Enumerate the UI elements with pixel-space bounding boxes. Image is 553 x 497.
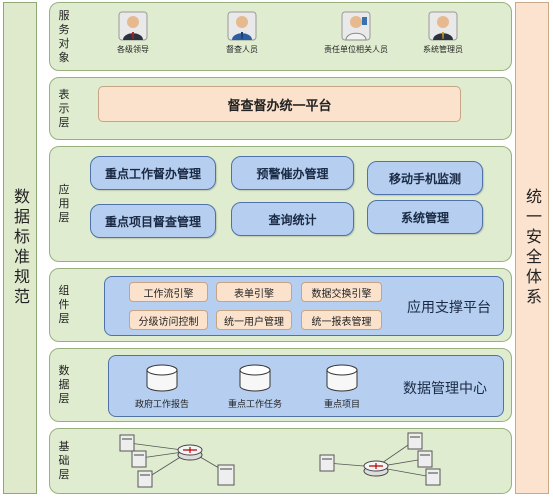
component-layer: 组件层 工作流引擎 表单引擎 数据交换引擎 分级访问控制 统一用户管理 统一报表… — [49, 268, 512, 342]
person-leaders: 各级领导 — [78, 11, 188, 55]
module-mobile-monitoring: 移动手机监测 — [367, 161, 483, 195]
component-layer-label: 组件层 — [58, 284, 70, 325]
person-sysadmin: 系统管理员 — [388, 11, 498, 55]
security-system-pillar: 统一安全体系 — [515, 2, 549, 494]
data-layer: 数据层 政府工作报告 重点工作任务 重点项目 数据管理中心 — [49, 348, 512, 422]
server-icon — [217, 464, 235, 486]
router-icon — [363, 460, 389, 477]
component-form-engine: 表单引擎 — [216, 282, 292, 302]
support-platform-title: 应用支撑平台 — [407, 300, 491, 316]
module-warning-reminder: 预警催办管理 — [231, 156, 354, 190]
router-icon — [177, 444, 203, 461]
module-query-statistics: 查询统计 — [231, 202, 354, 236]
server-network-diagram — [119, 434, 235, 488]
person-caption: 督查人员 — [226, 45, 258, 54]
db-key-work-tasks: 重点工作任务 — [220, 364, 290, 410]
service-layer: 服务对象 各级领导 督查人员 责任单位相关人员 — [49, 2, 512, 71]
base-layer: 基础层 — [49, 428, 512, 494]
person-icon — [428, 11, 458, 41]
server-icon — [131, 450, 147, 468]
data-management-center: 政府工作报告 重点工作任务 重点项目 数据管理中心 — [108, 355, 504, 417]
server-icon — [407, 432, 423, 450]
db-caption: 重点项目 — [323, 400, 360, 410]
server-icon — [319, 454, 335, 472]
server-network-diagram — [319, 432, 441, 486]
person-responsible-units: 责任单位相关人员 — [301, 11, 411, 55]
database-icon — [146, 364, 178, 392]
module-system-management: 系统管理 — [367, 200, 483, 234]
person-caption: 各级领导 — [117, 45, 149, 54]
component-workflow-engine: 工作流引擎 — [129, 282, 208, 302]
person-icon — [227, 11, 257, 41]
component-unified-user-management: 统一用户管理 — [216, 310, 292, 330]
server-icon — [425, 468, 441, 486]
database-icon — [326, 364, 358, 392]
db-caption: 政府工作报告 — [134, 400, 189, 410]
person-caption: 系统管理员 — [423, 45, 463, 54]
database-icon — [239, 364, 271, 392]
data-center-title: 数据管理中心 — [403, 381, 487, 397]
server-icon — [119, 434, 135, 452]
server-icon — [137, 470, 153, 488]
component-data-exchange-engine: 数据交换引擎 — [301, 282, 382, 302]
person-icon — [341, 11, 371, 41]
person-caption: 责任单位相关人员 — [324, 45, 388, 54]
presentation-layer-label: 表示层 — [58, 87, 70, 129]
application-layer-label: 应用层 — [58, 183, 70, 224]
data-standards-pillar: 数据标准规范 — [3, 2, 37, 494]
person-inspectors: 督查人员 — [187, 11, 297, 55]
component-access-control: 分级访问控制 — [129, 310, 208, 330]
data-layer-label: 数据层 — [58, 364, 70, 405]
base-layer-label: 基础层 — [58, 440, 70, 481]
person-icon — [118, 11, 148, 41]
supervision-platform: 督查督办统一平台 — [98, 86, 461, 122]
module-key-project-inspection: 重点项目督查管理 — [90, 204, 216, 238]
module-key-work-supervision: 重点工作督办管理 — [90, 156, 216, 190]
component-unified-report-management: 统一报表管理 — [301, 310, 382, 330]
db-key-projects: 重点项目 — [312, 364, 372, 410]
security-system-label: 统一安全体系 — [523, 188, 542, 308]
presentation-layer: 表示层 督查督办统一平台 — [49, 77, 512, 140]
application-layer: 应用层 重点工作督办管理 预警催办管理 移动手机监测 重点项目督查管理 查询统计… — [49, 146, 512, 262]
db-gov-work-report: 政府工作报告 — [127, 364, 197, 410]
service-layer-label: 服务对象 — [58, 8, 70, 64]
server-icon — [417, 450, 433, 468]
data-standards-label: 数据标准规范 — [11, 188, 30, 308]
application-support-platform: 工作流引擎 表单引擎 数据交换引擎 分级访问控制 统一用户管理 统一报表管理 应… — [104, 276, 504, 336]
db-caption: 重点工作任务 — [227, 400, 282, 410]
